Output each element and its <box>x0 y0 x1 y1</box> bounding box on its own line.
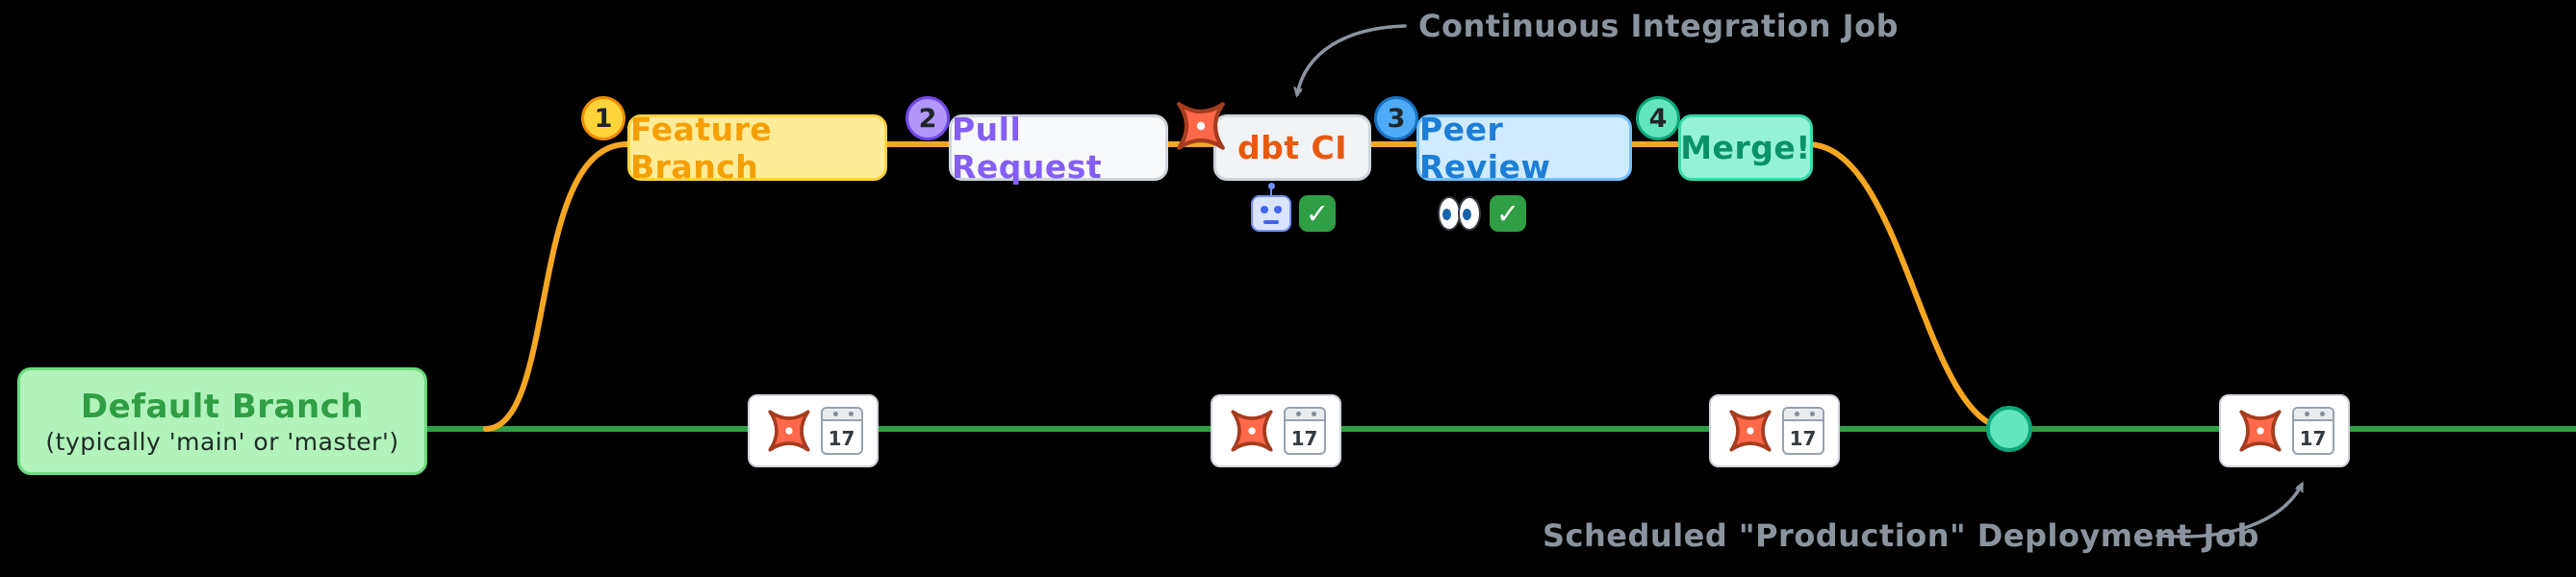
dbt-logo-icon <box>1177 102 1225 150</box>
robot-eye-right <box>1274 206 1282 213</box>
dbt-logo-icon <box>1728 410 1772 452</box>
dbt-logo-icon <box>767 410 810 452</box>
calendar-day: 17 <box>828 427 855 450</box>
robot-mouth <box>1263 220 1279 224</box>
default-branch-subtitle: (typically 'main' or 'master') <box>45 427 399 456</box>
merge-commit-node <box>1986 406 2032 452</box>
merge-box: Merge! <box>1678 114 1813 181</box>
pull-request-box: Pull Request <box>949 111 1168 186</box>
dbt-logo-icon <box>1230 410 1273 452</box>
calendar-icon: 17 <box>820 407 863 455</box>
calendar-icon: 17 <box>2291 407 2334 455</box>
feature-branch-line <box>483 141 2012 432</box>
scheduled-job-marker: 17 <box>2219 394 2350 467</box>
deploy-annotation-arrow <box>2155 485 2304 539</box>
deployment-job-annotation: Scheduled "Production" Deployment Job <box>1543 517 2259 554</box>
eye-left <box>1438 196 1461 231</box>
eyes-icon <box>1438 196 1481 231</box>
ci-job-annotation: Continuous Integration Job <box>1418 8 1899 44</box>
default-branch-box: Default Branch (typically 'main' or 'mas… <box>17 367 427 475</box>
robot-eye-left <box>1261 206 1268 213</box>
check-icon: ✓ <box>1299 195 1336 232</box>
eye-right <box>1458 196 1481 231</box>
calendar-day: 17 <box>1789 427 1817 450</box>
step-number-3: 3 <box>1374 96 1418 140</box>
dbt-ci-box: dbt CI <box>1213 114 1371 181</box>
peer-review-box: Peer Review <box>1416 111 1632 186</box>
scheduled-job-marker: 17 <box>1709 394 1840 467</box>
dbt-logo-icon <box>2238 410 2282 452</box>
step-number-1: 1 <box>581 96 625 140</box>
dbt-logo-dot <box>1196 121 1206 131</box>
robot-face-icon <box>1251 183 1291 232</box>
step-number-2: 2 <box>905 96 950 140</box>
calendar-day: 17 <box>2299 427 2327 450</box>
step-number-4: 4 <box>1636 96 1680 140</box>
ci-annotation-arrow <box>1297 24 1407 94</box>
calendar-day: 17 <box>1290 427 1318 450</box>
scheduled-job-marker: 17 <box>1211 394 1341 467</box>
scheduled-job-marker: 17 <box>748 394 879 467</box>
default-branch-title: Default Branch <box>80 387 365 426</box>
feature-branch-box: Feature Branch <box>627 111 887 186</box>
calendar-icon: 17 <box>1781 407 1824 455</box>
calendar-icon: 17 <box>1283 407 1326 455</box>
check-icon: ✓ <box>1490 195 1526 232</box>
